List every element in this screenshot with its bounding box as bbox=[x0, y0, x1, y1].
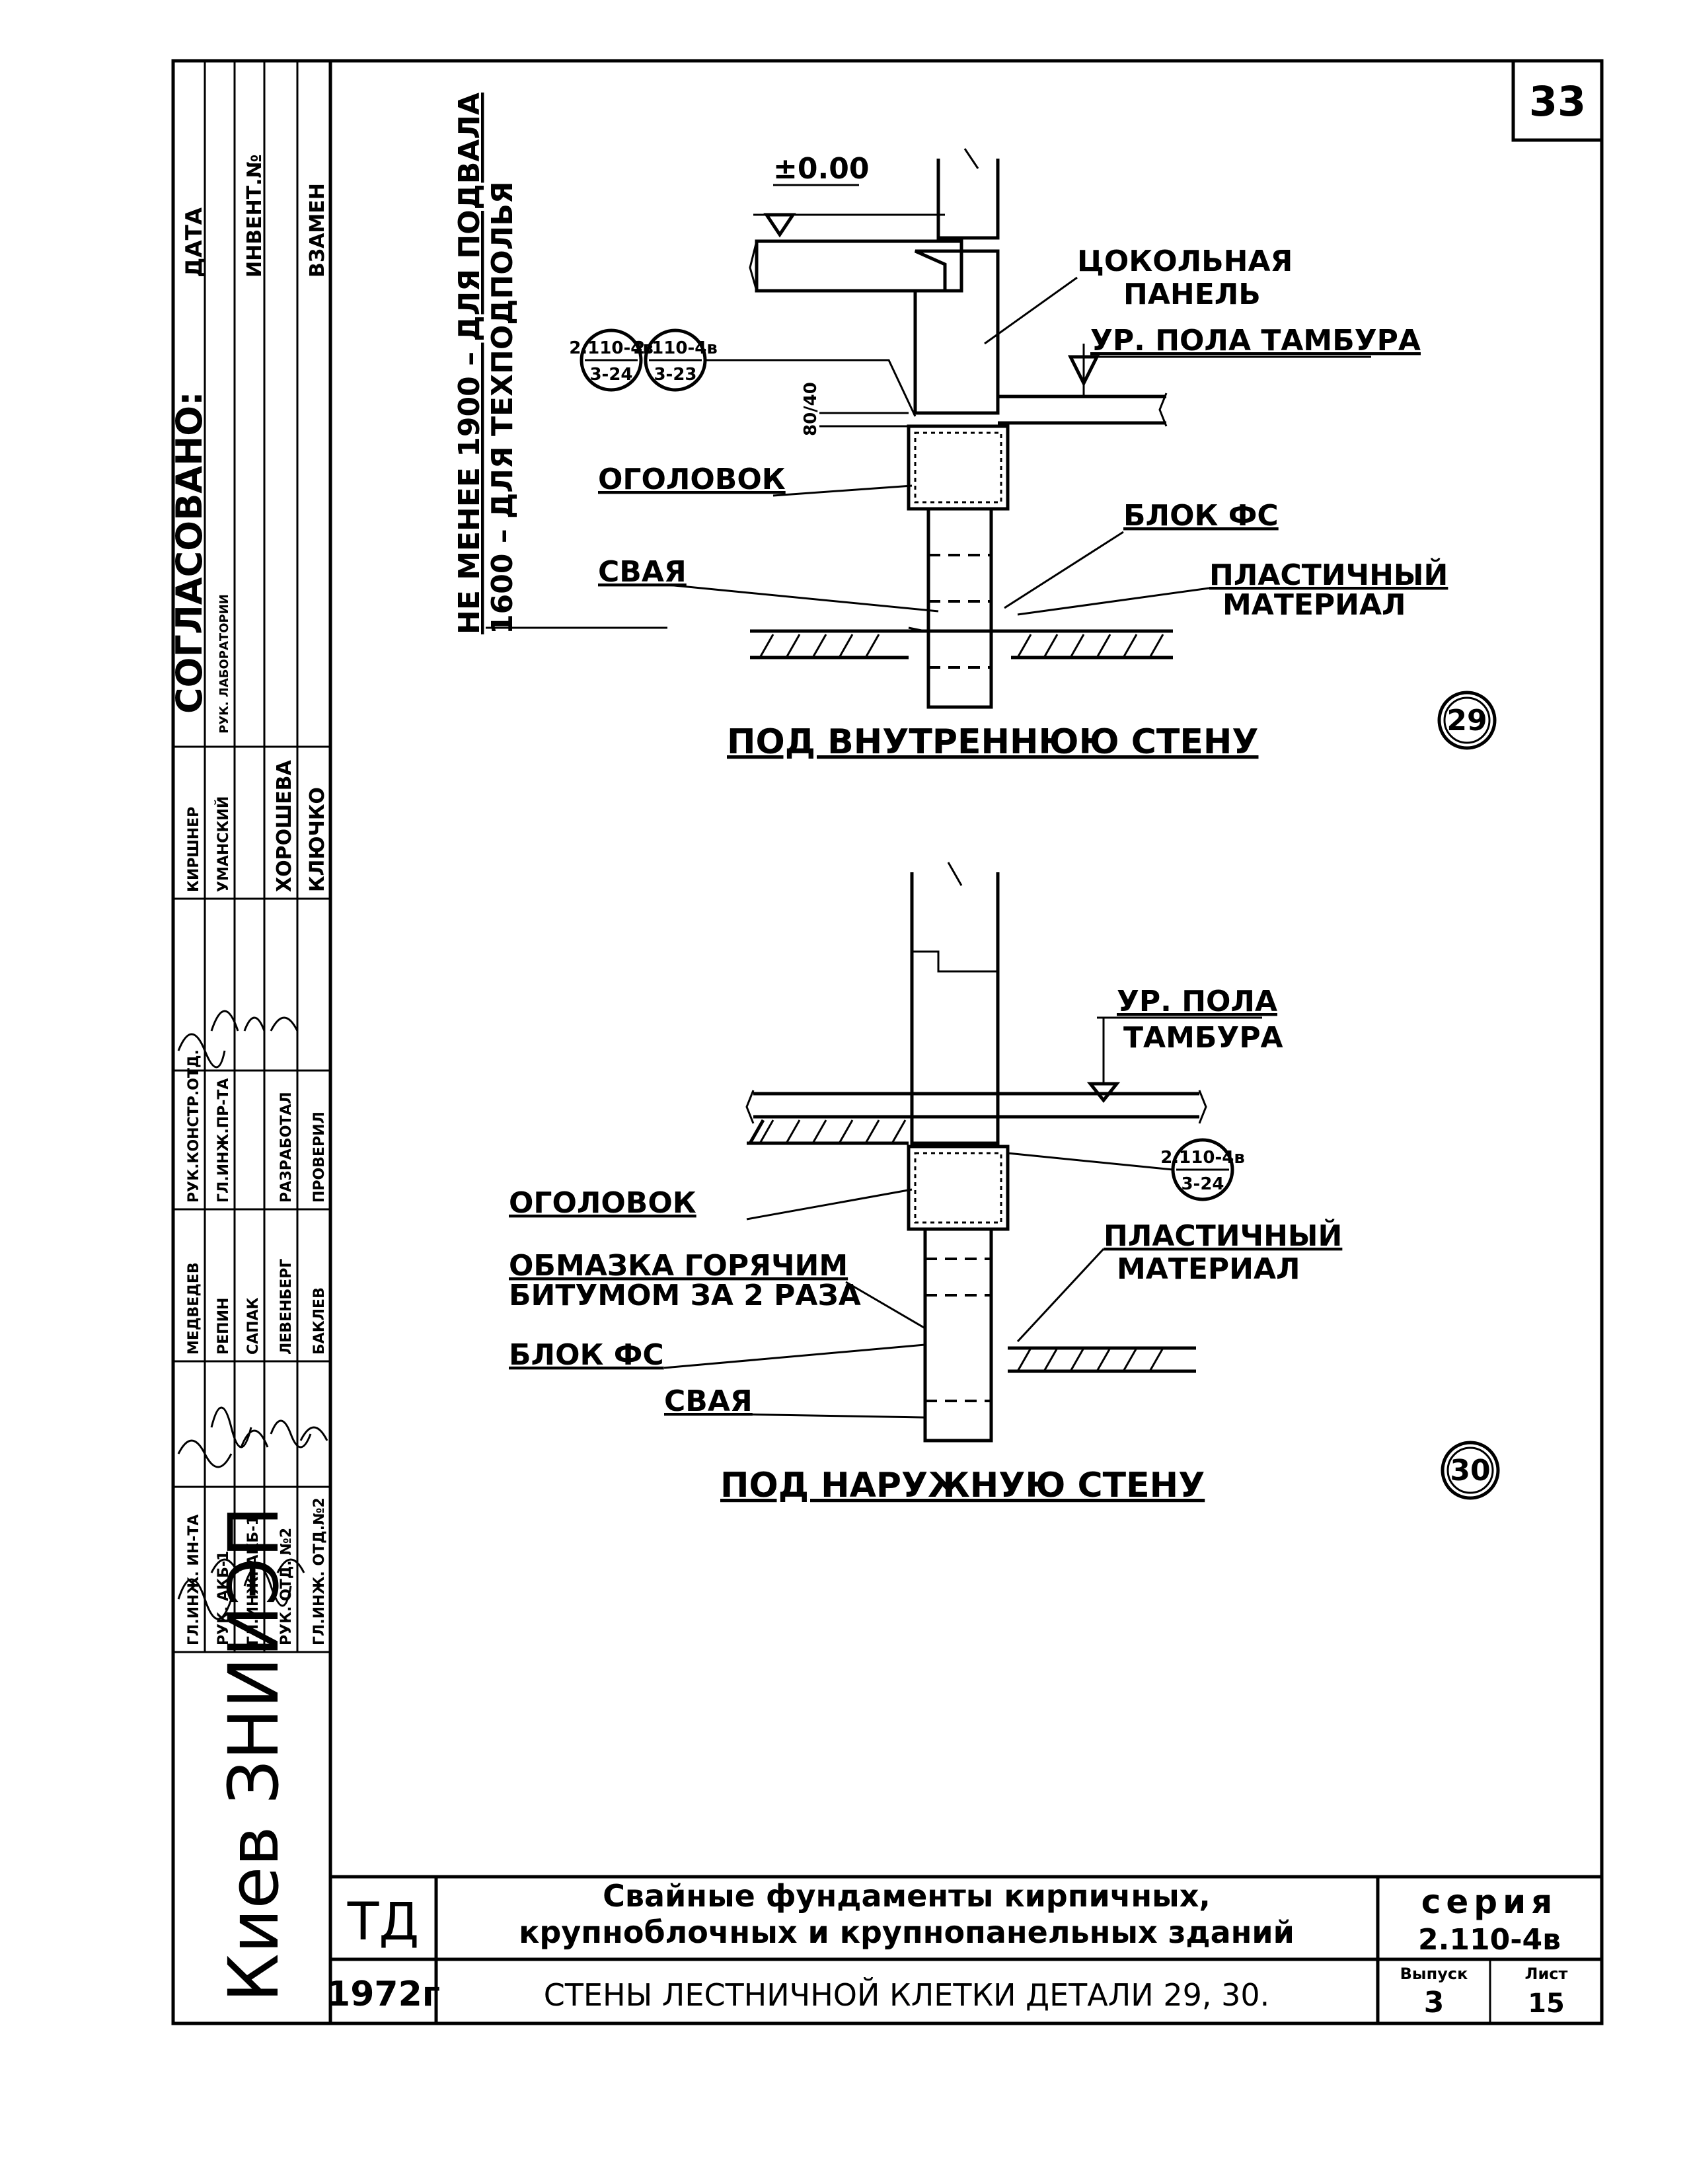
vertical-note-2: 1600 – ДЛЯ ТЕХПОДПОЛЬЯ bbox=[486, 181, 519, 634]
list-value: 15 bbox=[1528, 1988, 1565, 2019]
detail-30: УР. ПОЛА ТАМБУРА 2.110-4в 3-24 ОГОЛОВОК … bbox=[509, 862, 1500, 1505]
pile-29: СВАЯ bbox=[598, 555, 687, 589]
vypusk-label: Выпуск bbox=[1400, 1965, 1468, 1983]
ref2-bottom: 3-23 bbox=[654, 365, 696, 385]
pile-30: СВАЯ bbox=[664, 1384, 753, 1418]
name-left-4: ЛЕВЕНБЕРГ bbox=[278, 1259, 295, 1355]
position-5: ГЛ.ИНЖ. ОТД.№2 bbox=[311, 1497, 328, 1645]
ref1-bottom: 3-24 bbox=[589, 365, 632, 385]
level-000: ±0.00 bbox=[773, 152, 869, 186]
name-left-1: МЕДВЕДЕВ bbox=[186, 1262, 202, 1355]
pile-cap-30: ОГОЛОВОК bbox=[509, 1186, 696, 1220]
title-block: ТД 1972г Свайные фундаменты кирпичных, к… bbox=[326, 1875, 1602, 2023]
block-fs-29: БЛОК ФС bbox=[1123, 499, 1279, 533]
detail-number-29: 29 bbox=[1446, 704, 1487, 737]
ref30-top: 2.110-4в bbox=[1160, 1148, 1245, 1168]
dim-80-40: 80/40 bbox=[801, 382, 821, 436]
sheet-number: 33 bbox=[1529, 77, 1586, 126]
date-label: ДАТА bbox=[181, 207, 207, 278]
name-right-3: ХОРОШЕВА bbox=[273, 759, 296, 892]
ref1-top: 2.110-4в bbox=[569, 338, 654, 358]
invent-label: ИНВЕНТ.№ bbox=[243, 154, 266, 278]
plastic-29-2: МАТЕРИАЛ bbox=[1222, 588, 1406, 622]
name-left-5: БАКЛЕВ bbox=[311, 1287, 328, 1355]
list-label: Лист bbox=[1525, 1965, 1568, 1983]
seria-label: серия bbox=[1421, 1883, 1558, 1921]
plinth-panel-2: ПАНЕЛЬ bbox=[1123, 278, 1261, 311]
ref30-bottom: 3-24 bbox=[1181, 1174, 1224, 1194]
plastic-29-1: ПЛАСТИЧНЫЙ bbox=[1209, 557, 1448, 592]
sheet-number-box bbox=[1511, 59, 1604, 142]
year-label: 1972г bbox=[326, 1975, 440, 2014]
detail-number-30: 30 bbox=[1450, 1454, 1490, 1487]
approval-title: СОГЛАСОВАНО: bbox=[169, 391, 210, 714]
name-left-2: РЕПИН bbox=[215, 1298, 232, 1355]
position-right-2: ГЛ.ИНЖ.ПР-ТА bbox=[215, 1078, 232, 1203]
vypusk-value: 3 bbox=[1424, 1986, 1445, 2019]
name-right-1: КИРШНЕР bbox=[186, 807, 202, 892]
name-right-2: УМАНСКИЙ bbox=[215, 796, 232, 892]
floor-level-30-1: УР. ПОЛА bbox=[1117, 985, 1277, 1018]
detail-29: ±0.00 УР. ПОЛА ТАМБУРА 2.110-4в 3-24 2.1… bbox=[569, 148, 1497, 762]
position-3: ГЛ.ИНЖ. АКБ-1 bbox=[245, 1515, 262, 1645]
plinth-panel-1: ЦОКОЛЬНАЯ bbox=[1077, 245, 1293, 278]
org-name: Киев ЗНИИЭП bbox=[213, 1506, 294, 2002]
signatures bbox=[177, 1010, 328, 1620]
lab-head-label: РУК. ЛАБОРАТОРИИ bbox=[217, 594, 231, 734]
position-2: РУК. АКБ-1 bbox=[215, 1551, 232, 1645]
position-right-1: РУК.КОНСТР.ОТД. bbox=[186, 1049, 202, 1203]
sheet-frame bbox=[171, 59, 1604, 2025]
seria-value: 2.110-4в bbox=[1418, 1923, 1561, 1957]
name-left-3: САПАК bbox=[245, 1297, 262, 1355]
position-right-4: ПРОВЕРИЛ bbox=[311, 1111, 328, 1203]
vertical-note-1: НЕ МЕНЕЕ 1900 – ДЛЯ ПОДВАЛА bbox=[453, 93, 486, 634]
position-right-3: РАЗРАБОТАЛ bbox=[278, 1092, 295, 1203]
block-fs-30: БЛОК ФС bbox=[509, 1338, 664, 1372]
td-label: ТД bbox=[347, 1893, 420, 1952]
position-4: РУК. ОТД. №2 bbox=[278, 1528, 295, 1645]
plastic-30-2: МАТЕРИАЛ bbox=[1117, 1252, 1300, 1286]
coating-2: БИТУМОМ ЗА 2 РАЗА bbox=[509, 1279, 861, 1312]
approval-block: СОГЛАСОВАНО: ДАТА ИНВЕНТ.№ ВЗАМЕН РУК. Л… bbox=[169, 61, 330, 2002]
title-line2: крупноблочных и крупнопанельных зданий bbox=[519, 1914, 1295, 1950]
plastic-30-1: ПЛАСТИЧНЫЙ bbox=[1104, 1218, 1342, 1253]
vzamen-label: ВЗАМЕН bbox=[306, 183, 329, 278]
pile-cap-29: ОГОЛОВОК bbox=[598, 463, 786, 496]
floor-level-29: УР. ПОЛА ТАМБУРА bbox=[1090, 324, 1421, 358]
coating-1: ОБМАЗКА ГОРЯЧИМ bbox=[509, 1249, 848, 1283]
sheet-subtitle: СТЕНЫ ЛЕСТНИЧНОЙ КЛЕТКИ ДЕТАЛИ 29, 30. bbox=[544, 1977, 1270, 2013]
floor-level-30-2: ТАМБУРА bbox=[1123, 1021, 1283, 1055]
ref2-top: 2.110-4в bbox=[633, 338, 718, 358]
caption-29: ПОД ВНУТРЕННЮЮ СТЕНУ bbox=[727, 722, 1258, 762]
title-line1: Свайные фундаменты кирпичных, bbox=[603, 1878, 1211, 1914]
name-right-4: КЛЮЧКО bbox=[306, 787, 329, 892]
caption-30: ПОД НАРУЖНУЮ СТЕНУ bbox=[720, 1466, 1205, 1505]
